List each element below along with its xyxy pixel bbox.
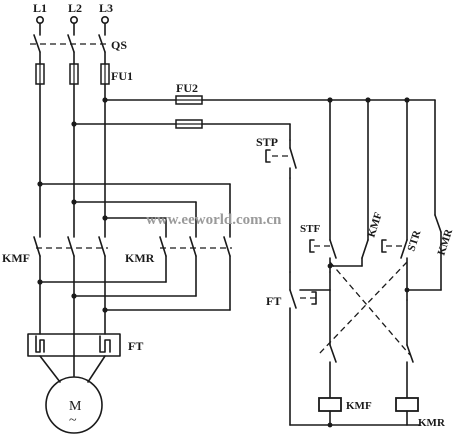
label-stf: STF (300, 223, 320, 235)
kmr-main-contacts: KMR (37, 236, 232, 313)
stp-stop-button: STP (256, 135, 297, 179)
control-supply-wiring: FU2 (71, 81, 436, 216)
label-fu2: FU2 (176, 81, 198, 95)
label-stp: STP (256, 135, 278, 149)
label-ft-contact: FT (266, 294, 281, 308)
main-power-wiring (33, 22, 106, 238)
label-l3: L3 (99, 1, 113, 15)
motor-circle (45, 376, 103, 434)
reversing-interconnect (37, 181, 231, 238)
coil-kmr (395, 397, 419, 412)
label-l1: L1 (33, 1, 47, 15)
fu1-fuses: FU1 (35, 63, 133, 85)
label-kmr-main: KMR (125, 251, 155, 265)
qs-isolator: QS (30, 38, 127, 52)
motor: M ~ (39, 355, 106, 434)
motor-label: M (69, 399, 82, 414)
coil-kmf (318, 397, 342, 412)
watermark: www.eeworld.com.cn (146, 212, 282, 228)
kmf-main-contacts: KMF (2, 236, 108, 335)
label-kmr-aux: KMR (435, 227, 455, 257)
label-qs: QS (111, 38, 127, 52)
label-coil-kmr: KMR (418, 417, 446, 429)
label-ft-relay: FT (128, 339, 143, 353)
motor-ac-symbol: ~ (69, 413, 77, 428)
control-circuit: STF KMF STR KMR FT (266, 99, 455, 429)
supply-terminals: L1 L2 L3 (33, 1, 113, 24)
ft-thermal-relay: FT (27, 333, 143, 357)
label-l2: L2 (68, 1, 82, 15)
label-fu1: FU1 (111, 69, 133, 83)
label-kmf-main: KMF (2, 251, 30, 265)
label-coil-kmf: KMF (346, 400, 372, 412)
label-str: STR (405, 228, 423, 253)
